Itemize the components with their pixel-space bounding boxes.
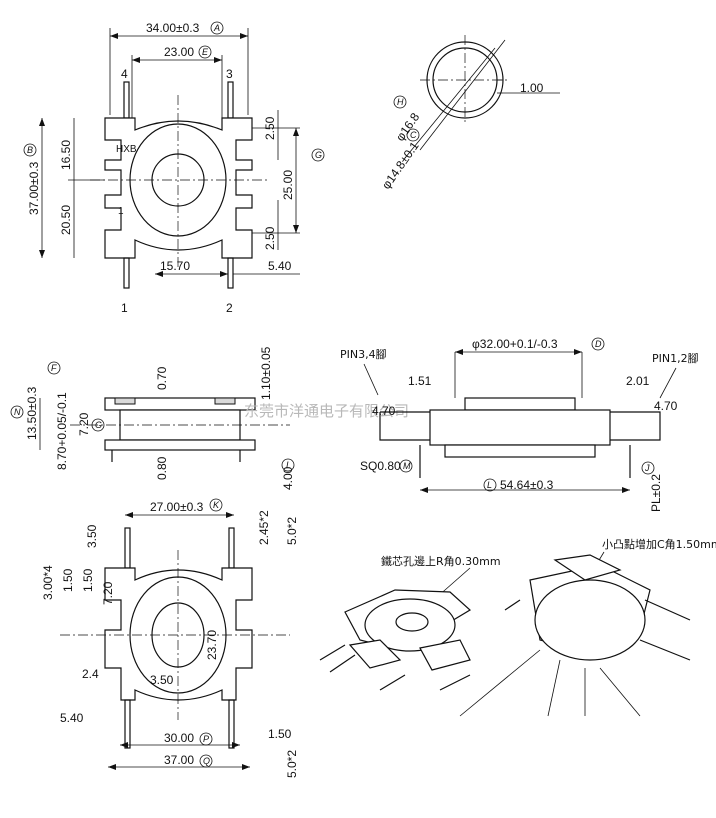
- label-k: K: [213, 500, 220, 510]
- dim-phi-inner: φ14.8±0.1: [379, 139, 422, 192]
- label-p: P: [203, 734, 209, 744]
- dim-slot-top: 2.50: [263, 116, 277, 140]
- pin-2-label: 2: [226, 301, 233, 315]
- dim-bottom-l2: 1.50: [61, 568, 75, 592]
- dim-side-height-n: 13.50±0.3: [25, 386, 39, 440]
- dim-bottom-q: 37.00: [164, 753, 194, 767]
- dim-width-a: 34.00±0.3: [146, 21, 200, 35]
- top-view: 34.00±0.3 A 23.00 E 4 3 HXB 1 1 2 3: [23, 21, 325, 315]
- circle-detail: 1.00 φ16.8 φ14.8±0.1 H C: [379, 35, 560, 192]
- dim-bottom-top-left: 3.50: [85, 524, 99, 548]
- dim-front-top-d: φ32.00+0.1/-0.3: [472, 337, 558, 351]
- logo-pin1: 1: [118, 206, 124, 217]
- dim-side-bottom: 0.80: [155, 456, 169, 480]
- dim-height-b: 37.00±0.3: [27, 161, 41, 215]
- dim-right-pin: 5.40: [268, 259, 292, 273]
- label-b: B: [27, 145, 33, 155]
- dim-bottom-d2: 3.50: [150, 673, 174, 687]
- dim-bottom-r1: 1.50: [268, 727, 292, 741]
- label-l: L: [487, 480, 492, 490]
- pin-3-label: 3: [226, 67, 233, 81]
- label-n: N: [14, 407, 21, 417]
- label-d: D: [595, 339, 602, 349]
- dim-bottom-tr: 2.45*2: [257, 510, 271, 545]
- logo-hxb: HXB: [116, 144, 137, 155]
- label-j: J: [644, 463, 650, 473]
- dim-side-lower-f: 8.70+0.05/-0.1: [55, 392, 69, 470]
- label-q: Q: [203, 756, 210, 766]
- dim-bottom-l3: 1.50: [81, 568, 95, 592]
- label-f: F: [51, 363, 57, 373]
- label-a: A: [213, 23, 220, 33]
- dim-bottom-l1: 3.00*4: [41, 565, 55, 600]
- label-c: C: [410, 130, 417, 140]
- label-m: M: [403, 461, 411, 471]
- dim-front-pl: PL±0.2: [649, 474, 663, 512]
- dim-front-sq: SQ0.80: [360, 459, 401, 473]
- dim-side-offset: 1.10±0.05: [259, 346, 273, 400]
- dim-bottom-left: 5.40: [60, 711, 84, 725]
- dim-right-g: 25.00: [281, 170, 295, 200]
- dim-bottom-width-k: 27.00±0.3: [150, 500, 204, 514]
- note-iron-core: 鐵芯孔邊上R角0.30mm: [381, 554, 501, 568]
- side-view: 13.50±0.3 N 8.70+0.05/-0.1 F 7.20 G 0.70…: [10, 346, 295, 490]
- dim-bottom-d1: 2.4: [82, 667, 99, 681]
- label-i: I: [286, 460, 289, 470]
- dim-side-top: 0.70: [155, 366, 169, 390]
- dim-bottom-mid: 23.70: [205, 630, 219, 660]
- dim-bottom-p: 30.00: [164, 731, 194, 745]
- bottom-view: 27.00±0.3 K 3.50 2.45*2 5.0*2 3.00*4 1.5…: [41, 498, 299, 778]
- dim-lower: 20.50: [59, 205, 73, 235]
- dim-bottom-r2: 5.0*2: [285, 750, 299, 778]
- dim-front-right-off: 2.01: [626, 374, 650, 388]
- dim-inner-e: 23.00: [164, 45, 194, 59]
- dim-bottom-span: 15.70: [160, 259, 190, 273]
- iso-views: 鐵芯孔邊上R角0.30mm 小凸點增加C角1.50mm: [319, 537, 716, 717]
- dim-bottom-tr2: 5.0*2: [285, 517, 299, 545]
- dim-front-left-h: 4.70: [372, 404, 396, 418]
- dim-upper: 16.50: [59, 140, 73, 170]
- note-bump: 小凸點增加C角1.50mm: [602, 537, 716, 551]
- pin34-label: PIN3,4腳: [340, 348, 387, 361]
- dim-front-width-l: 54.64±0.3: [500, 478, 554, 492]
- dim-bottom-l4: 7.20: [101, 581, 115, 605]
- label-e: E: [202, 47, 209, 57]
- dim-wall: 1.00: [520, 81, 544, 95]
- label-h: H: [397, 97, 404, 107]
- pin-4-label: 4: [121, 67, 128, 81]
- dim-front-right-h: 4.70: [654, 399, 678, 413]
- dim-side-mid-g: 7.20: [77, 412, 91, 436]
- label-g2: G: [95, 420, 102, 430]
- dim-side-pin-len: 4.00: [281, 466, 295, 490]
- label-g: G: [315, 150, 322, 160]
- dim-slot-bottom: 2.50: [263, 226, 277, 250]
- pin12-label: PIN1,2腳: [652, 352, 699, 365]
- pin-1-label: 1: [121, 301, 128, 315]
- dim-front-left-off: 1.51: [408, 374, 432, 388]
- front-view: PIN3,4腳 PIN1,2腳 φ32.00+0.1/-0.3 D 1.51 2…: [340, 337, 699, 512]
- watermark: 东莞市洋通电子有限公司: [244, 402, 409, 420]
